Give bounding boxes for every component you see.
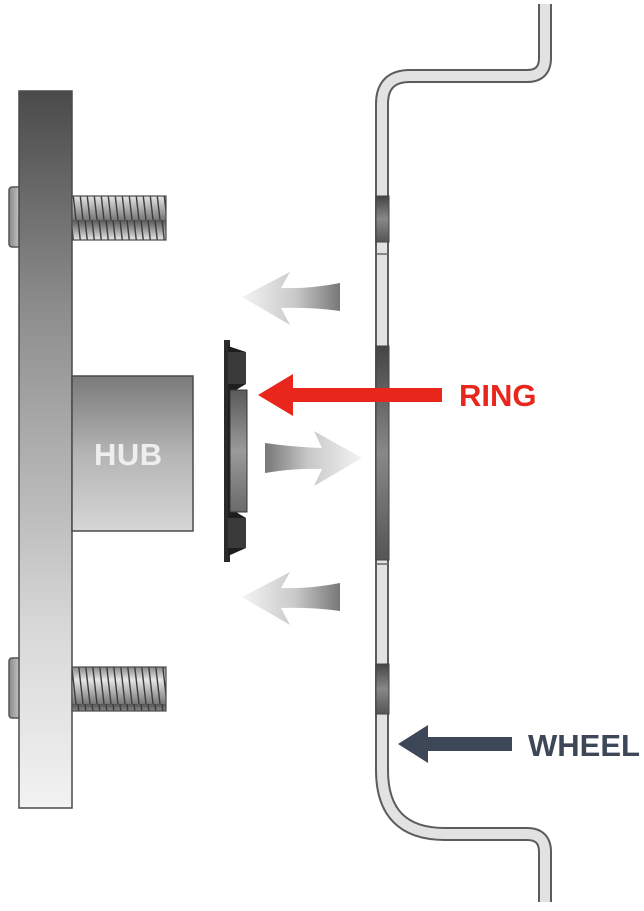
motion-arrow-top-left <box>242 272 340 325</box>
hub-flange <box>18 90 73 809</box>
wheel <box>375 4 552 902</box>
wheel-bolt-hole-top <box>375 195 390 243</box>
wheel-profile <box>375 4 552 902</box>
wheel-center-bore <box>375 345 390 561</box>
wheel-bolt-hole-bottom <box>375 663 390 715</box>
ring-pointer-arrow <box>258 374 442 416</box>
wheel-stud-bottom <box>71 666 167 712</box>
wheel-label: WHEEL <box>528 728 640 763</box>
wheel-stud-top <box>71 195 167 241</box>
motion-arrow-bottom-left <box>242 572 340 625</box>
hub-pilot <box>71 375 194 532</box>
wheel-profile-inner <box>377 4 550 902</box>
motion-arrow-middle-right <box>265 431 362 486</box>
wheel-pointer-arrow <box>398 725 512 763</box>
ring-label: RING <box>459 378 537 413</box>
hub-assembly <box>8 90 194 809</box>
hubcentric-ring <box>224 340 248 562</box>
hub-label: HUB <box>94 437 163 472</box>
